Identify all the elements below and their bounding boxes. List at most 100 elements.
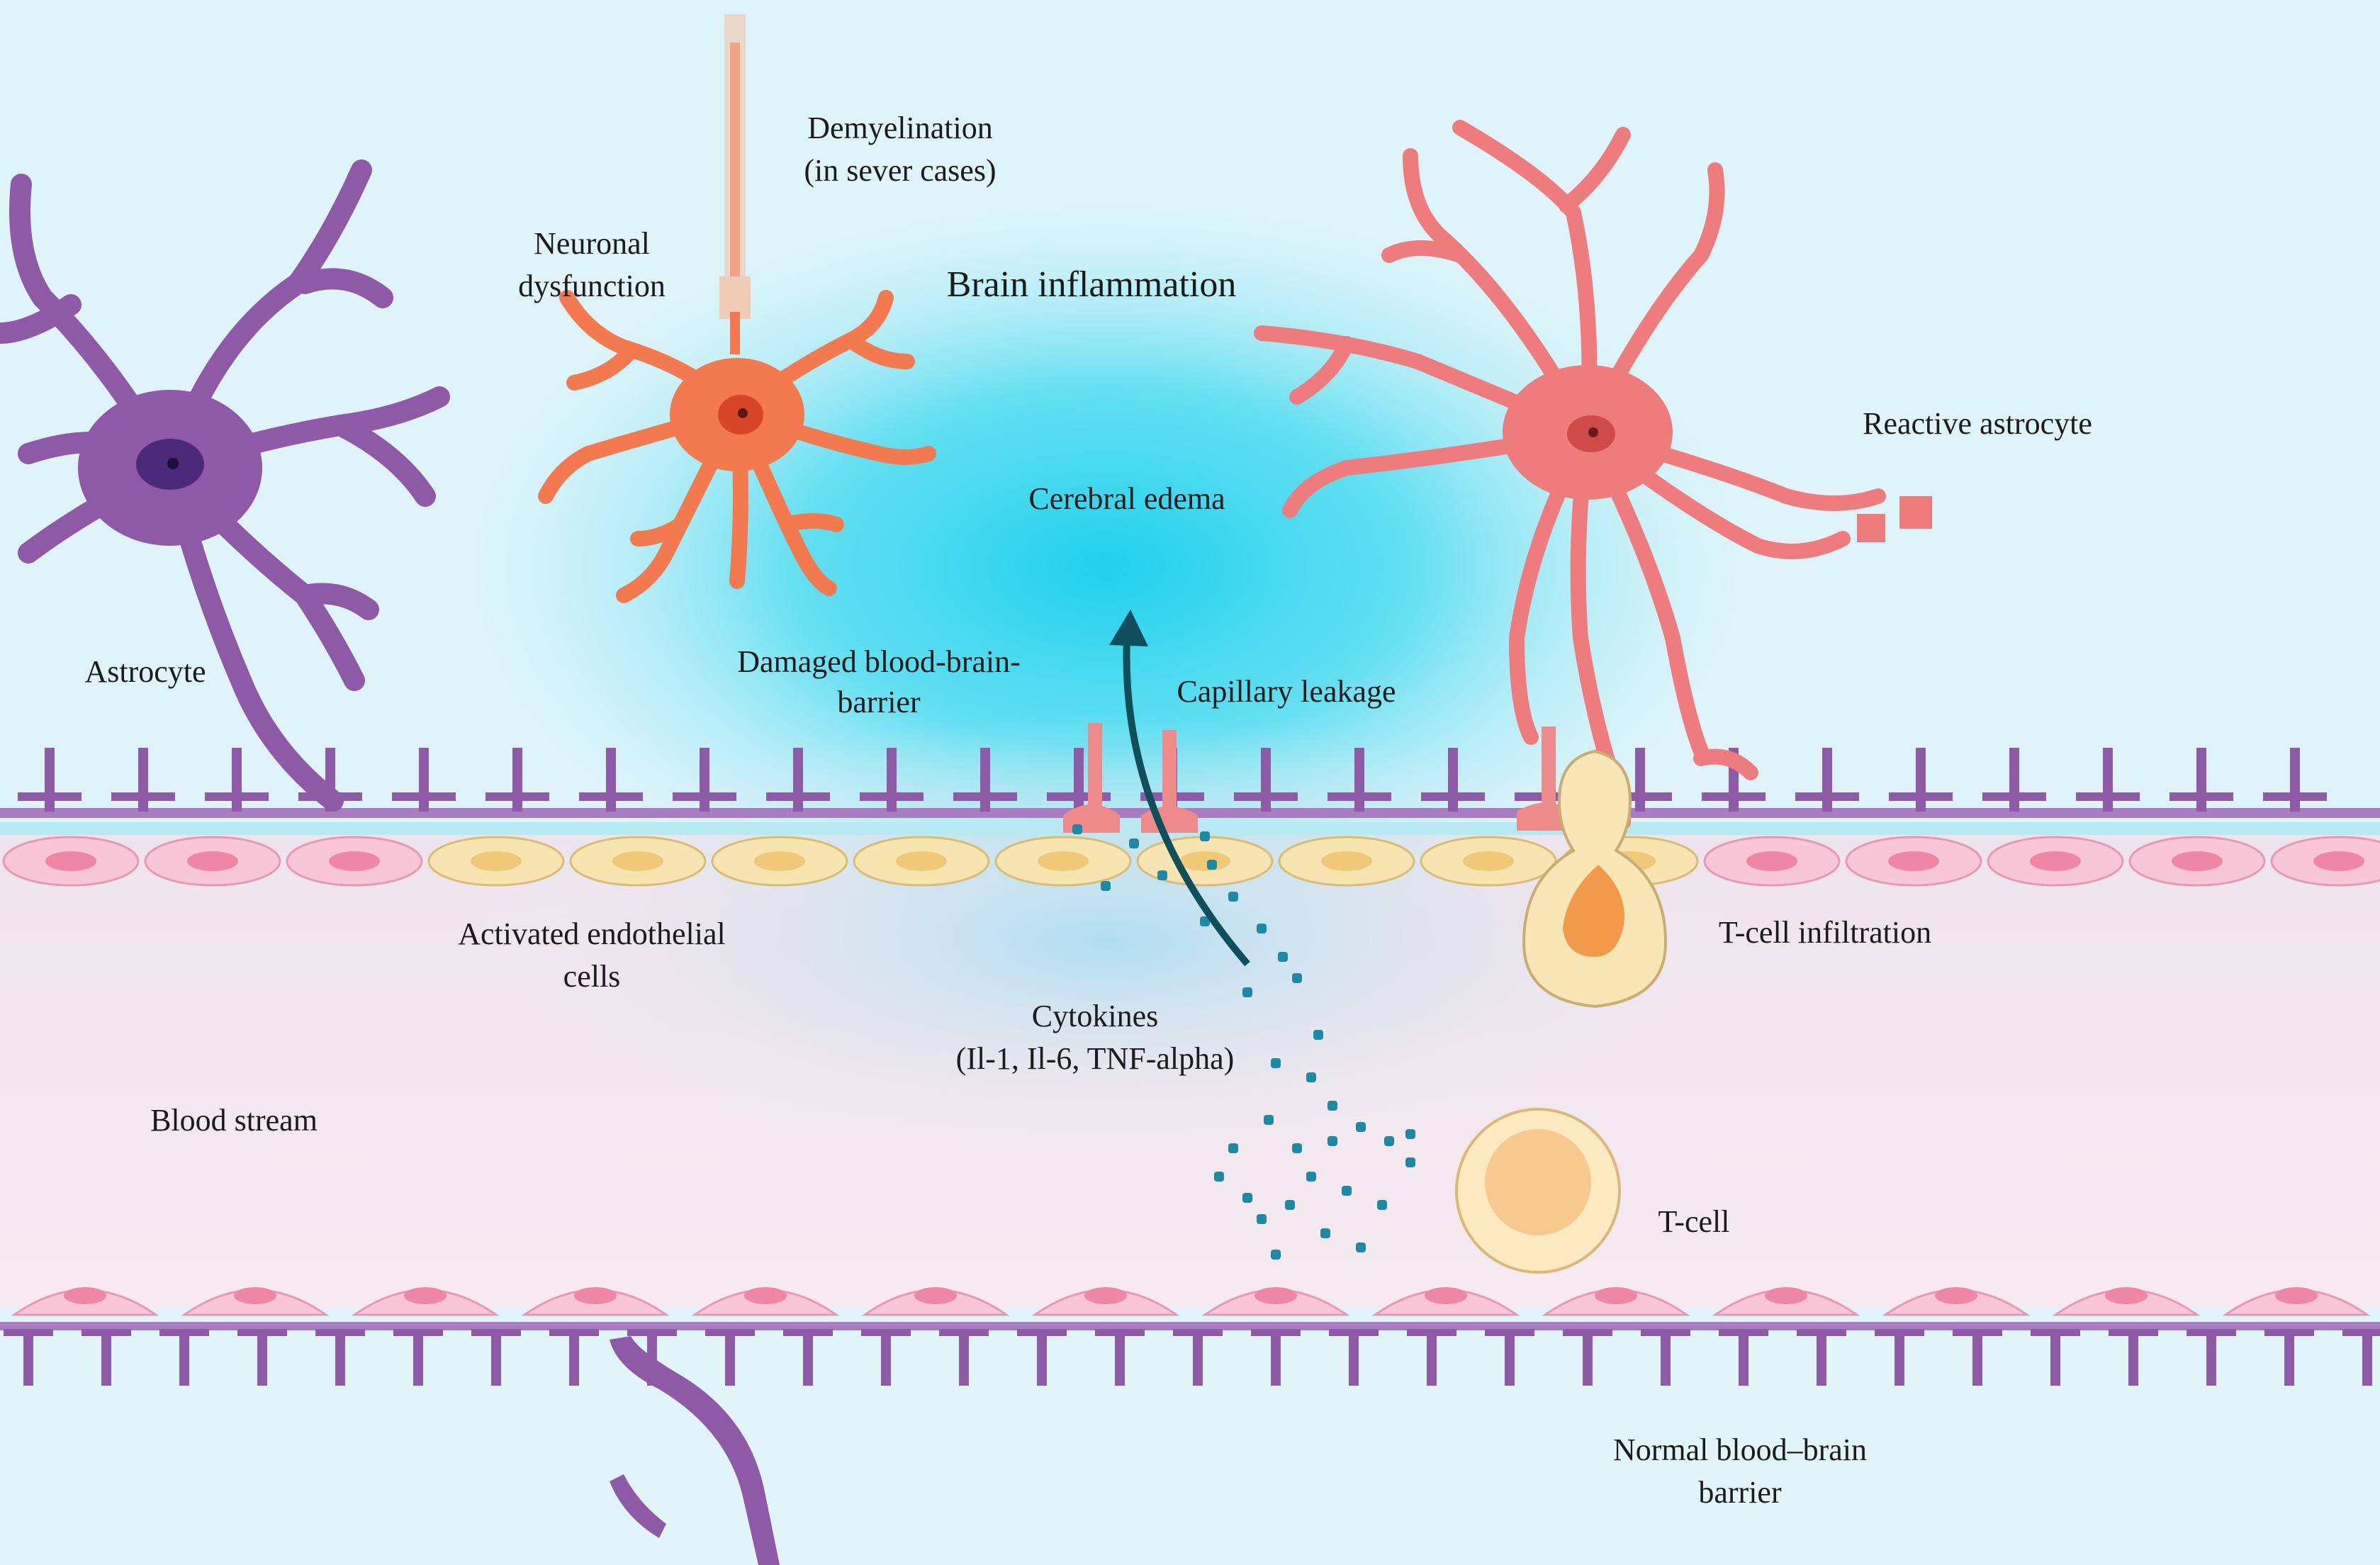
cerebral-edema-label: Cerebral edema [1028,481,1225,516]
damaged-bbb-label-2: barrier [837,685,921,719]
neuronal-dysfunction-label: Neuronal [534,226,650,261]
endfoot-icon [2076,748,2140,812]
endothelial-cell-icon [144,836,281,887]
leakage-posts [1063,723,1573,833]
endfoot-icon [2187,1329,2236,1386]
neuron-icon [538,14,936,603]
cytokine-particle [1257,924,1267,933]
endothelial-cell-icon [1201,1287,1350,1316]
reactive-astrocyte-label: Reactive astrocyte [1863,406,2092,441]
endfoot-icon [205,748,269,812]
lower-endothelial-layer [11,1287,2371,1316]
endfoot-icon [1017,1329,1067,1386]
cytokine-particle [1207,860,1217,870]
endothelial-cell-icon [2,836,140,887]
endfoot-icon [673,748,736,812]
cytokine-particle [1157,870,1167,880]
endfoot-icon [392,748,456,812]
cytokine-particle [1356,1122,1366,1132]
endfoot-icon [1173,1329,1223,1386]
lower-astrocyte-endfeet [4,1329,2380,1386]
endfoot-icon [471,1329,521,1386]
endfoot-icon [1889,748,1953,812]
brain-inflammation-label: Brain inflammation [947,264,1237,305]
endothelial-cell-icon [1882,1287,2031,1316]
cytokine-particle [1292,973,1302,983]
endfoot-icon [4,1329,53,1386]
endothelial-cell-icon [2270,836,2380,887]
cytokine-particle [1257,1214,1267,1224]
endfoot-icon [1234,748,1298,812]
cytokine-particle [1405,1129,1415,1139]
cytokine-particle [1342,1186,1352,1196]
endothelial-cell-icon [2222,1287,2371,1316]
cytokine-particle [1327,1136,1337,1146]
cytokine-particle [1377,1200,1387,1210]
endfoot-icon [1329,1329,1379,1386]
endfoot-icon [1641,1329,1690,1386]
endfoot-icon [393,1329,443,1386]
capillary-leakage-label: Capillary leakage [1177,674,1396,709]
endfoot-icon [1953,1329,2002,1386]
endothelial-cell-icon [1278,836,1415,887]
leakage-arrow-icon [1109,610,1250,967]
endfoot-icon [1719,1329,1768,1386]
astrocyte-label: Astrocyte [84,654,206,689]
cytokine-particle [1384,1136,1394,1146]
activated-endothelial-label: Activated endothelial [458,916,726,951]
cytokine-particle [1271,1250,1281,1260]
endfoot-icon [111,748,175,812]
cytokine-particle [1271,1058,1281,1068]
cytokine-particle [1292,1143,1302,1153]
lower-brain-background [0,1308,2380,1565]
cytokine-particle [1313,1030,1323,1040]
cytokine-particle [1327,1101,1337,1111]
cytokine-particle [1242,1193,1252,1203]
cytokine-particles-icon [1072,824,1415,1260]
activated-endothelial-label-2: cells [563,959,621,994]
tcell-label: T-cell [1658,1204,1730,1239]
endfoot-icon [2342,1329,2380,1386]
endothelial-cell-icon [2052,1287,2201,1316]
cytokine-particle [1228,892,1238,902]
endfoot-icon [2264,1329,2314,1386]
endfoot-icon [1095,1329,1145,1386]
demyelination-label-2: (in sever cases) [804,153,996,188]
endothelial-cell-icon [1987,836,2124,887]
cytokine-particle [1285,1200,1295,1210]
endfoot-icon [1563,1329,1612,1386]
cytokine-particle [1200,916,1210,926]
cytokines-label: Cytokines [1032,999,1158,1033]
endothelial-cell-icon [181,1287,330,1316]
endfoot-icon [2169,748,2233,812]
lower-astrocyte-process-icon [610,1336,780,1565]
tcell-infiltration-label: T-cell infiltration [1719,915,1931,950]
cytokine-particle [1200,831,1210,841]
cytokine-particle [1278,952,1288,962]
endfoot-icon [939,1329,989,1386]
endfoot-icon [1795,748,1859,812]
cytokine-particle [1101,881,1111,891]
endfoot-icon [953,748,1017,812]
lower-basement-line [0,1322,2380,1330]
cytokine-particle [1228,1143,1238,1153]
infiltrating-tcell-icon [1522,749,1668,1009]
endfoot-icon [549,1329,599,1386]
endfoot-icon [766,748,830,812]
cytokine-particle [1264,1115,1274,1125]
cytokine-particle [1306,1072,1316,1082]
endothelial-cell-icon [1712,1287,1860,1316]
cytokine-particle [1405,1157,1415,1167]
endfoot-icon [1407,1329,1456,1386]
cytokine-particle [1320,1228,1330,1238]
cytokine-particle [1129,838,1139,848]
endfoot-icon [1251,1329,1301,1386]
endfoot-icon [1875,1329,1924,1386]
endfoot-icon [2031,1329,2080,1386]
endfoot-icon [1485,1329,1534,1386]
endfoot-icon [1982,748,2046,812]
endfoot-icon [1797,1329,1846,1386]
endfoot-icon [861,1329,911,1386]
